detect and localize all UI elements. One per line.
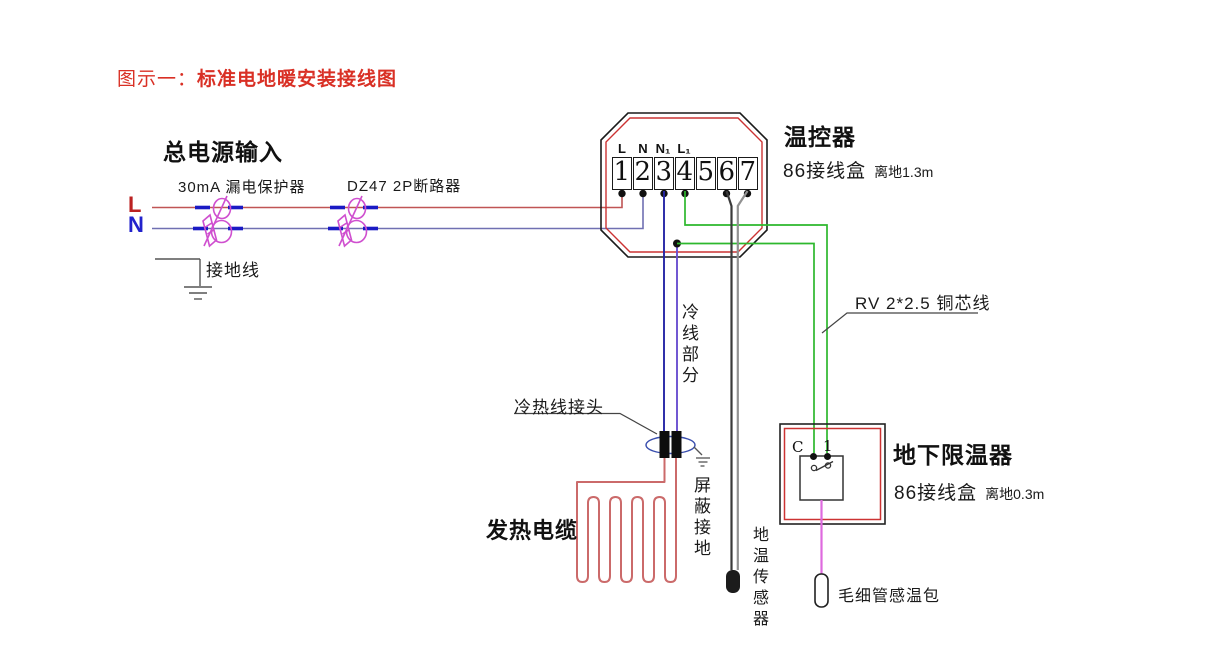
terminal-4: 4: [675, 157, 695, 190]
mcb-breaker-symbol: [337, 195, 368, 248]
terminal-strip: 1 2 3 4 5 6 7: [612, 157, 758, 190]
thermostat-box-outer: [600, 112, 768, 258]
capillary-label: 毛细管感温包: [838, 588, 941, 605]
limiter-name: 地下限温器: [893, 442, 1013, 468]
earth-ground-symbol: [155, 258, 212, 300]
shield-ground-label: 屏蔽接地: [691, 476, 710, 560]
terminal-7: 7: [738, 157, 758, 190]
limiter-box-label: 86接线盒离地0.3m: [894, 478, 1044, 505]
terminal-1: 1: [612, 157, 632, 190]
rv-wire-label: RV 2*2.5 铜芯线: [855, 294, 991, 313]
thermostat-box-type: 86接线盒: [783, 161, 867, 182]
power-input-heading: 总电源输入: [163, 139, 283, 165]
l-line-mark: L: [128, 192, 142, 217]
earth-label: 接地线: [206, 261, 260, 280]
terminal-3: 3: [654, 157, 674, 190]
joint-leader-line: [514, 412, 658, 435]
n-line-mark: N: [128, 212, 144, 237]
mcb-label: DZ47 2P断路器: [347, 178, 462, 195]
page-title-main: 标准电地暖安装接线图: [197, 69, 398, 90]
rcd-breaker-symbol: [202, 195, 233, 248]
floor-sensor-bulb: [726, 570, 740, 593]
sensor-wire-gray: [736, 190, 749, 570]
thermostat-box-label: 86接线盒离地1.3m: [783, 156, 933, 183]
rcd-label: 30mA 漏电保护器: [178, 179, 306, 196]
terminal-dots: [618, 189, 752, 198]
sensor-wire-dark: [725, 190, 733, 570]
page-title: 图示一：标准电地暖安装接线图: [117, 64, 397, 91]
terminal-mark-l1: L₁: [677, 141, 691, 156]
shield-ground-symbol: [693, 446, 710, 467]
terminal-mark-l: L: [618, 141, 626, 156]
limiter-switch-box: [799, 455, 844, 501]
limiter-box-outer: [779, 423, 886, 525]
limiter-height: 离地0.3m: [985, 486, 1045, 502]
rv-leader-line: [821, 312, 978, 334]
limiter-terminal-c-dot: [810, 453, 817, 460]
terminal-6: 6: [717, 157, 737, 190]
limiter-terminal-1-dot: [824, 453, 831, 460]
thermostat-name: 温控器: [784, 124, 856, 150]
limiter-terminal-c-label: C: [792, 438, 804, 456]
terminal-mark-n1: N₁: [655, 141, 671, 156]
thermostat-height: 离地1.3m: [874, 164, 934, 180]
heating-cable-label: 发热电缆: [486, 518, 579, 543]
green-wire-return: [677, 242, 815, 453]
green-wire-l1: [684, 191, 828, 453]
limiter-switch-symbol: [810, 460, 834, 472]
heating-cable-serpentine: [576, 458, 677, 583]
joint-label: 冷热线接头: [514, 398, 604, 417]
joint-connector-right: [671, 431, 682, 458]
n-line-wire: [152, 191, 644, 230]
cold-section-label: 冷线部分: [679, 303, 698, 387]
capillary-bulb: [814, 573, 829, 608]
page-title-prefix: 图示一：: [117, 69, 198, 90]
terminal-mark-n: N: [638, 141, 648, 156]
shield-ellipse: [645, 435, 696, 455]
limiter-box-inner: [783, 427, 882, 521]
terminal-2: 2: [633, 157, 653, 190]
terminal-5: 5: [696, 157, 716, 190]
limiter-box-type: 86接线盒: [894, 483, 978, 504]
limiter-terminal-1-label: 1: [823, 437, 833, 455]
floor-sensor-label: 地温传感器: [750, 526, 767, 631]
joint-connector-left: [659, 431, 670, 458]
